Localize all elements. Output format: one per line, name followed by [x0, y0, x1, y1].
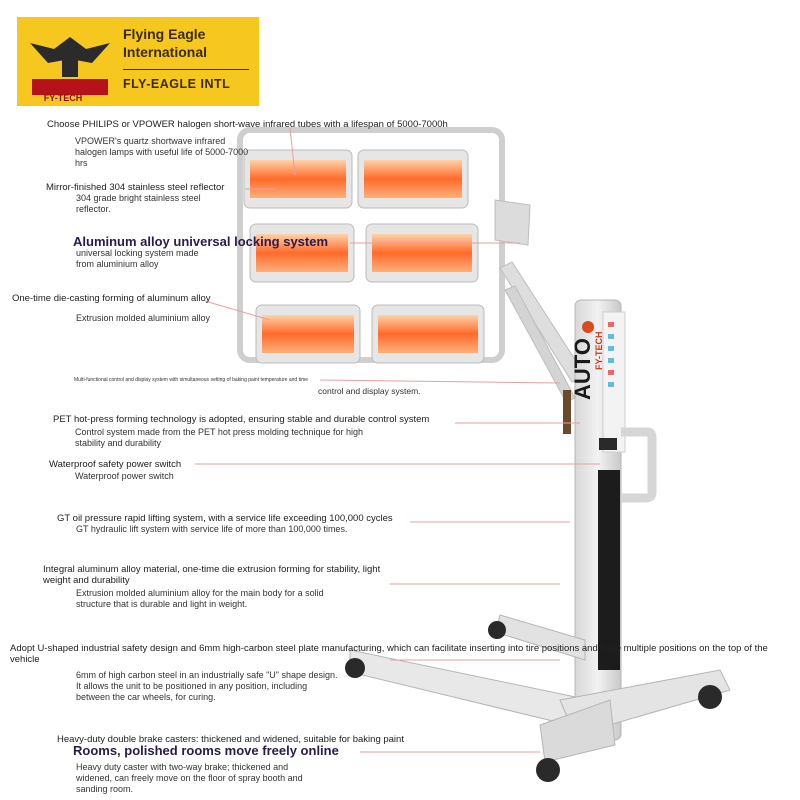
brand-logo: FY-TECH Flying Eagle International FLY-E…	[17, 17, 259, 106]
leader-lines	[195, 127, 600, 753]
callout-10-detail: 6mm of high carbon steel in an industria…	[76, 670, 338, 702]
callout-11-headline: Rooms, polished rooms move freely online	[73, 743, 339, 758]
callout-4-caption: One-time die-casting forming of aluminum…	[12, 293, 211, 304]
lamp-head-frame	[237, 127, 531, 363]
callout-6-detail: Control system made from the PET hot pre…	[75, 427, 363, 448]
callout-7-detail: Waterproof power switch	[75, 471, 174, 481]
callout-5-caption: Multi-functional control and display sys…	[74, 377, 309, 383]
brand-divider	[123, 69, 249, 70]
power-switch	[599, 438, 617, 450]
column-auto-label: AUTO	[570, 338, 595, 400]
callout-9-detail: Extrusion molded aluminium alloy for the…	[76, 588, 324, 609]
callout-6-caption: PET hot-press forming technology is adop…	[53, 414, 430, 425]
lamp-row-1	[243, 149, 469, 209]
column-brand-label: FY-TECH	[594, 331, 604, 370]
callout-5-detail: control and display system.	[318, 386, 421, 396]
u-shaped-base	[349, 614, 731, 763]
push-handle	[621, 427, 657, 503]
callout-10-caption: Adopt U-shaped industrial safety design …	[10, 643, 768, 665]
callout-2-detail: 304 grade bright stainless steel reflect…	[76, 193, 201, 214]
support-arm	[499, 261, 586, 434]
fy-tech-badge: FY-TECH	[43, 93, 83, 103]
lamp-row-2	[249, 223, 479, 283]
callout-9-caption: Integral aluminum alloy material, one-ti…	[43, 564, 381, 586]
callout-1-caption: Choose PHILIPS or VPOWER halogen short-w…	[47, 119, 448, 130]
lamp-row-3	[255, 304, 485, 364]
callout-4-detail: Extrusion molded aluminium alloy	[76, 313, 211, 323]
callout-11-detail: Heavy duty caster with two-way brake; th…	[76, 762, 303, 794]
callout-8-detail: GT hydraulic lift system with service li…	[76, 524, 348, 534]
callout-1-detail: VPOWER's quartz shortwave infrared halog…	[75, 136, 249, 168]
callout-8-caption: GT oil pressure rapid lifting system, wi…	[57, 513, 393, 524]
brand-name: Flying Eagle International	[123, 26, 208, 60]
casters	[345, 621, 722, 782]
main-column: AUTO FY-TECH	[570, 299, 626, 741]
callout-7-caption: Waterproof safety power switch	[49, 459, 182, 470]
control-panel-buttons	[608, 322, 614, 387]
brand-short-name: FLY-EAGLE INTL	[123, 77, 231, 91]
callout-3-detail: universal locking system made from alumi…	[76, 248, 199, 269]
eagle-emblem-icon	[30, 37, 110, 95]
callout-3-caption: Aluminum alloy universal locking system	[73, 234, 329, 249]
callout-11-caption: Heavy-duty double brake casters: thicken…	[57, 734, 404, 745]
callout-2-caption: Mirror-finished 304 stainless steel refl…	[46, 182, 225, 193]
